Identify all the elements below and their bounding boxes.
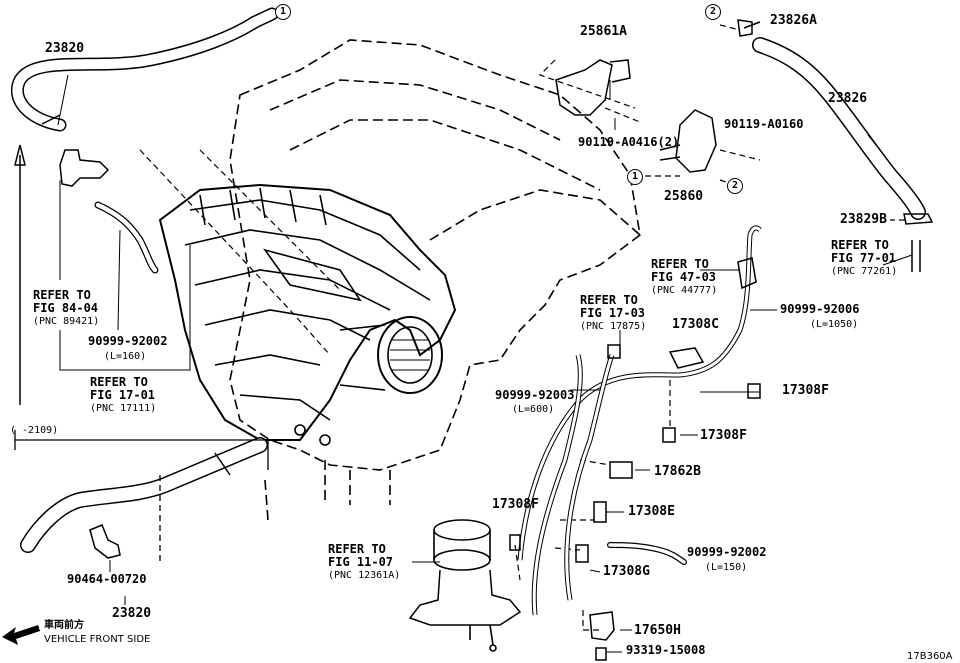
label-17308f-3: 17308F bbox=[492, 497, 539, 512]
callout-1-mid: 1 bbox=[627, 169, 643, 185]
clip-17308c bbox=[668, 347, 705, 369]
vsv-44777 bbox=[737, 257, 757, 290]
bracket-25861a bbox=[555, 59, 613, 116]
variant-box bbox=[14, 430, 270, 470]
clip-17308f-3 bbox=[509, 534, 521, 551]
label-90999-92002-left: 90999-92002 bbox=[88, 334, 168, 348]
callout-1-top: 1 bbox=[275, 4, 291, 20]
label-23826a: 23826A bbox=[770, 13, 817, 28]
label-93319-15008: 93319-15008 bbox=[626, 643, 706, 657]
label-23820-top: 23820 bbox=[45, 41, 85, 56]
label-23826: 23826 bbox=[828, 91, 868, 106]
bolt-93319-15008 bbox=[595, 647, 607, 661]
clip-17308e bbox=[593, 501, 607, 523]
clip-17862b bbox=[609, 461, 633, 479]
label-25861a: 25861A bbox=[580, 24, 627, 39]
callout-2-top: 2 bbox=[705, 4, 721, 20]
clamp-90464-00720 bbox=[89, 524, 121, 559]
sensor-89421 bbox=[59, 149, 110, 187]
throttle-body bbox=[339, 316, 443, 394]
label-90464-00720: 90464-00720 bbox=[67, 572, 147, 586]
label-17308g: 17308G bbox=[603, 564, 650, 579]
label-90999-92002-right-len: (L=150) bbox=[705, 562, 748, 573]
label-17308c: 17308C bbox=[672, 317, 719, 332]
clip-17308f-2 bbox=[662, 427, 676, 443]
label-17308f-2: 17308F bbox=[700, 428, 747, 443]
clamp-23826a bbox=[737, 19, 761, 37]
label-90119-a0160: 90119-A0160 bbox=[724, 117, 804, 131]
label-90999-92003-len: (L=600) bbox=[512, 404, 555, 415]
vsv-25860 bbox=[675, 109, 717, 173]
engine-mount-12361a bbox=[408, 519, 522, 652]
label-90119-a0416: 90119-A0416(2) bbox=[578, 135, 680, 149]
callout-2-mid: 2 bbox=[727, 178, 743, 194]
label-90999-92003: 90999-92003 bbox=[495, 388, 575, 402]
label-90999-92006-len: (L=1050) bbox=[810, 319, 859, 330]
fitting-17875 bbox=[607, 344, 621, 359]
label-23829b: 23829B bbox=[840, 212, 887, 227]
up-arrow-icon bbox=[14, 144, 26, 405]
label-17650h: 17650H bbox=[634, 623, 681, 638]
hose-90999-92002-left bbox=[94, 201, 159, 274]
clip-17308f-1 bbox=[747, 383, 761, 399]
clip-17308g bbox=[575, 544, 589, 563]
intake-manifold bbox=[158, 183, 457, 446]
clamp-23829b bbox=[903, 213, 934, 225]
label-23820-bottom: 23820 bbox=[112, 606, 152, 621]
front-arrow-icon bbox=[2, 625, 40, 645]
label-90999-92002-right: 90999-92002 bbox=[687, 545, 767, 559]
label-25860: 25860 bbox=[664, 189, 704, 204]
bracket-17650h bbox=[589, 611, 615, 641]
label-90999-92006: 90999-92006 bbox=[780, 302, 860, 316]
front-label-jp: 車両前方 bbox=[44, 620, 84, 631]
label-90999-92002-left-len: (L=160) bbox=[104, 351, 147, 362]
figure-code: 17B360A bbox=[907, 651, 953, 662]
label-17308f-1: 17308F bbox=[782, 383, 829, 398]
front-label-en: VEHICLE FRONT SIDE bbox=[44, 634, 151, 645]
label-17862b: 17862B bbox=[654, 464, 701, 479]
label-17308e: 17308E bbox=[628, 504, 675, 519]
date-range: ( -2109) bbox=[10, 425, 59, 436]
